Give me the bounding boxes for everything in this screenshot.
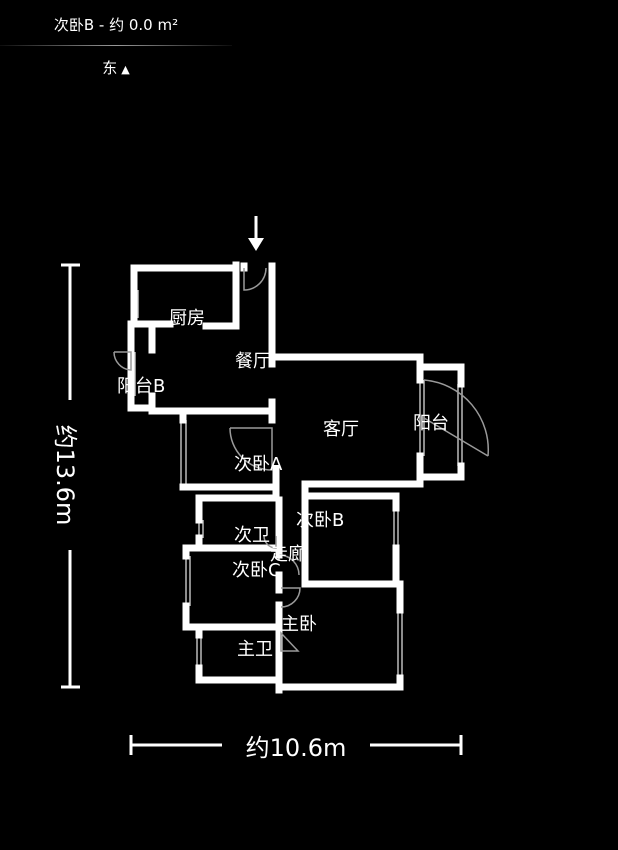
triangle-up-icon: ▲ (121, 63, 130, 76)
room-title: 次卧B - 约 0.0 m² (53, 16, 179, 34)
door-bedroom-c (278, 554, 300, 576)
room-label-master-bath: 主卫 (237, 639, 273, 660)
room-label-bedroom-a: 次卧A (234, 454, 283, 475)
door-arcs (113, 267, 490, 652)
door-second-bath (263, 535, 277, 549)
door-bedroom-a (229, 427, 273, 471)
room-label-balcony: 阳台 (413, 413, 449, 434)
door-master-bedroom (280, 587, 301, 608)
room-label-dining: 餐厅 (235, 351, 271, 372)
room-label-corridor: 走廊 (270, 544, 306, 565)
room-label-second-bath: 次卫 (234, 525, 270, 546)
arrow-down-icon (248, 216, 264, 251)
door-balcony-b (113, 351, 132, 371)
compass-label: 东 (102, 59, 118, 77)
dimension-lines (61, 263, 463, 755)
room-label-bedroom-b: 次卧B (296, 510, 345, 531)
header-divider (0, 45, 232, 46)
room-label-kitchen: 厨房 (169, 308, 205, 329)
room-label-living: 客厅 (323, 419, 359, 440)
room-label-balcony-b: 阳台B (117, 376, 166, 397)
door-entrance (243, 267, 267, 291)
height-dimension-label: 约13.6m (51, 424, 79, 526)
compass-indicator: 东▲ (0, 57, 232, 78)
walls (127, 261, 465, 694)
width-dimension-label: 约10.6m (245, 734, 347, 762)
door-master-bath (280, 631, 300, 652)
room-label-master-bedroom: 主卧 (281, 614, 317, 635)
door-balcony (423, 379, 490, 457)
room-label-bedroom-c: 次卧C (232, 560, 281, 581)
